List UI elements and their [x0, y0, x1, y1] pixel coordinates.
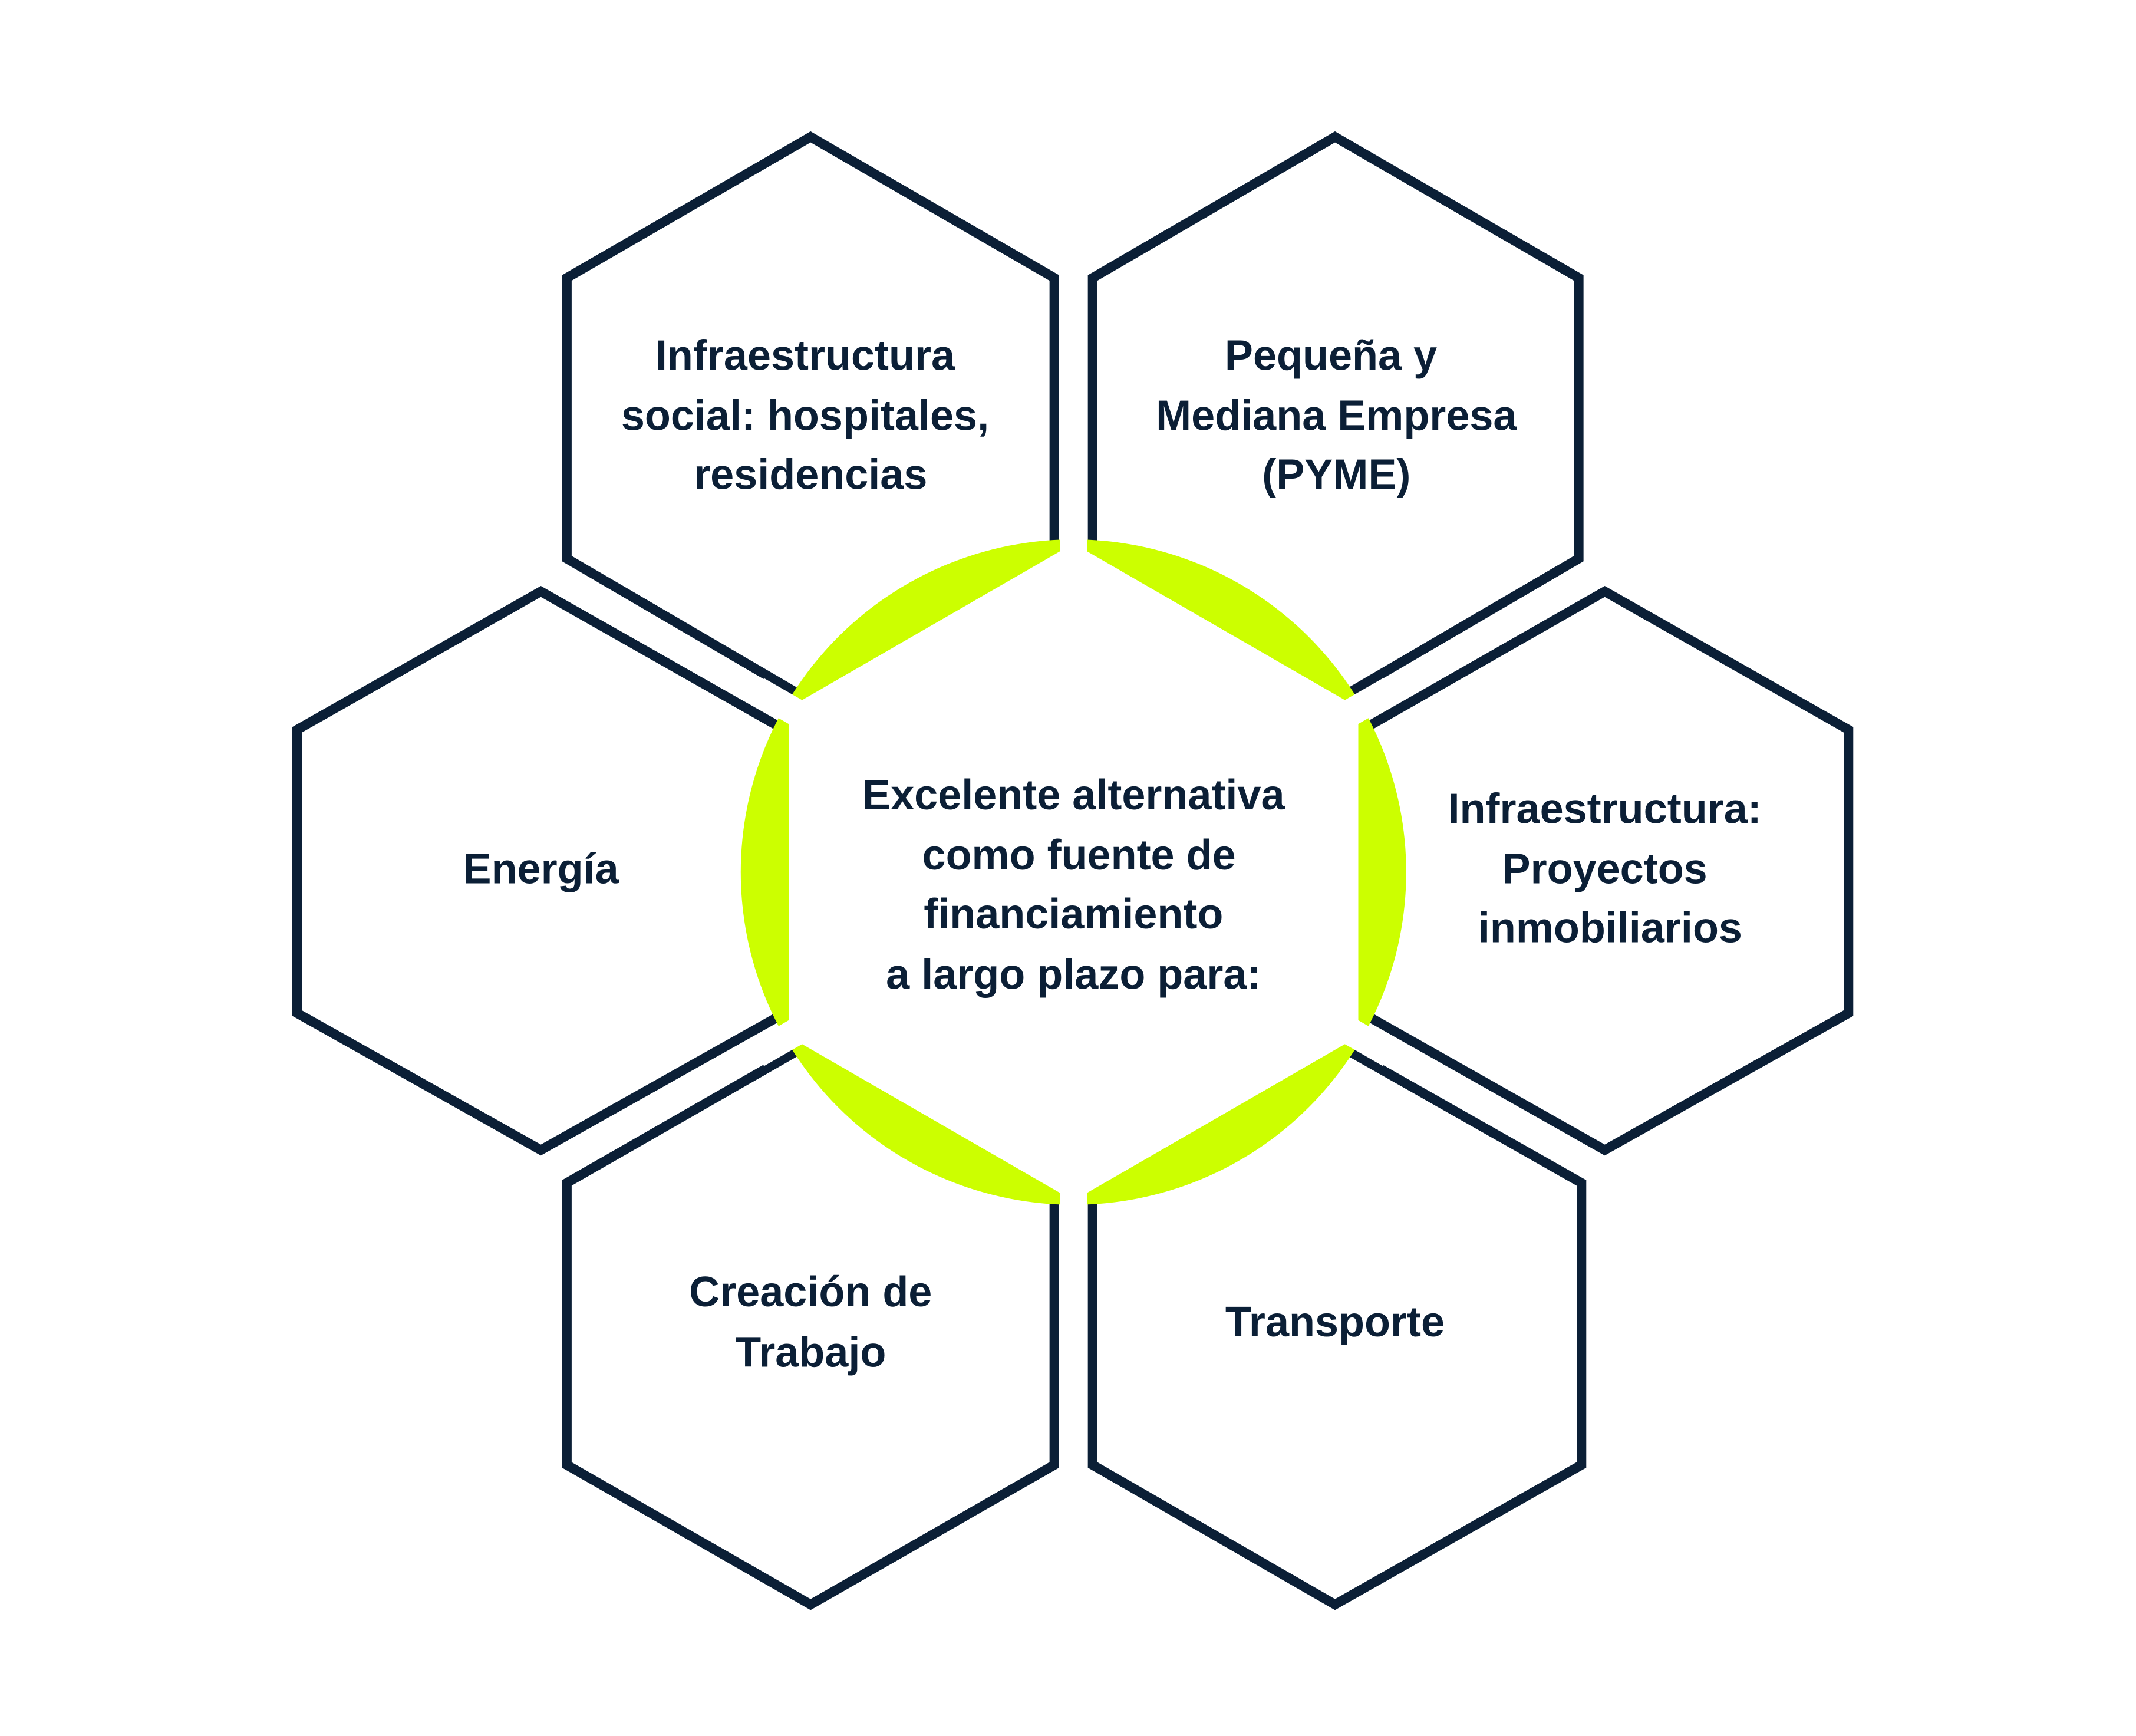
center-line: a largo plazo para:	[886, 951, 1261, 998]
hexagon-label-line: Creación de	[689, 1269, 932, 1316]
label-infra-inmob: Infraestructura: Proyectos inmobiliarios	[1448, 785, 1762, 951]
hexagon-label-line: Proyectos	[1502, 845, 1708, 892]
label-transporte: Transporte	[1225, 1299, 1445, 1346]
hexagon-label-line: Infraestructura:	[1448, 785, 1762, 832]
label-energia: Energía	[463, 845, 619, 892]
label-infra-social: Infraestructura social: hospitales, resi…	[621, 332, 989, 499]
hexagon-label-line: Infraestructura	[655, 332, 955, 380]
label-pyme: Pequeña y Mediana Empresa (PYME)	[1156, 332, 1517, 499]
center-line: financiamiento	[924, 891, 1223, 938]
hexagon-label-line: (PYME)	[1262, 452, 1410, 499]
hexagon-label-line: Mediana Empresa	[1156, 393, 1517, 440]
ring-gaps	[750, 506, 1397, 1238]
center-line: como fuente de	[922, 832, 1236, 879]
hexagon-label-line: Trabajo	[735, 1329, 886, 1376]
hexagon-label-line: Transporte	[1225, 1299, 1445, 1346]
hexagon-label-line: social: hospitales,	[621, 393, 989, 440]
hexagon-label-line: Pequeña y	[1225, 332, 1437, 380]
center-line: Excelente alternativa	[862, 772, 1285, 819]
label-trabajo: Creación de Trabajo	[689, 1269, 932, 1376]
center-label: Excelente alternativa como fuente de fin…	[862, 772, 1285, 998]
hexagon-label-line: Energía	[463, 845, 619, 892]
hexagon-label-line: residencias	[694, 452, 927, 499]
hexagon-label-line: inmobiliarios	[1478, 904, 1742, 951]
